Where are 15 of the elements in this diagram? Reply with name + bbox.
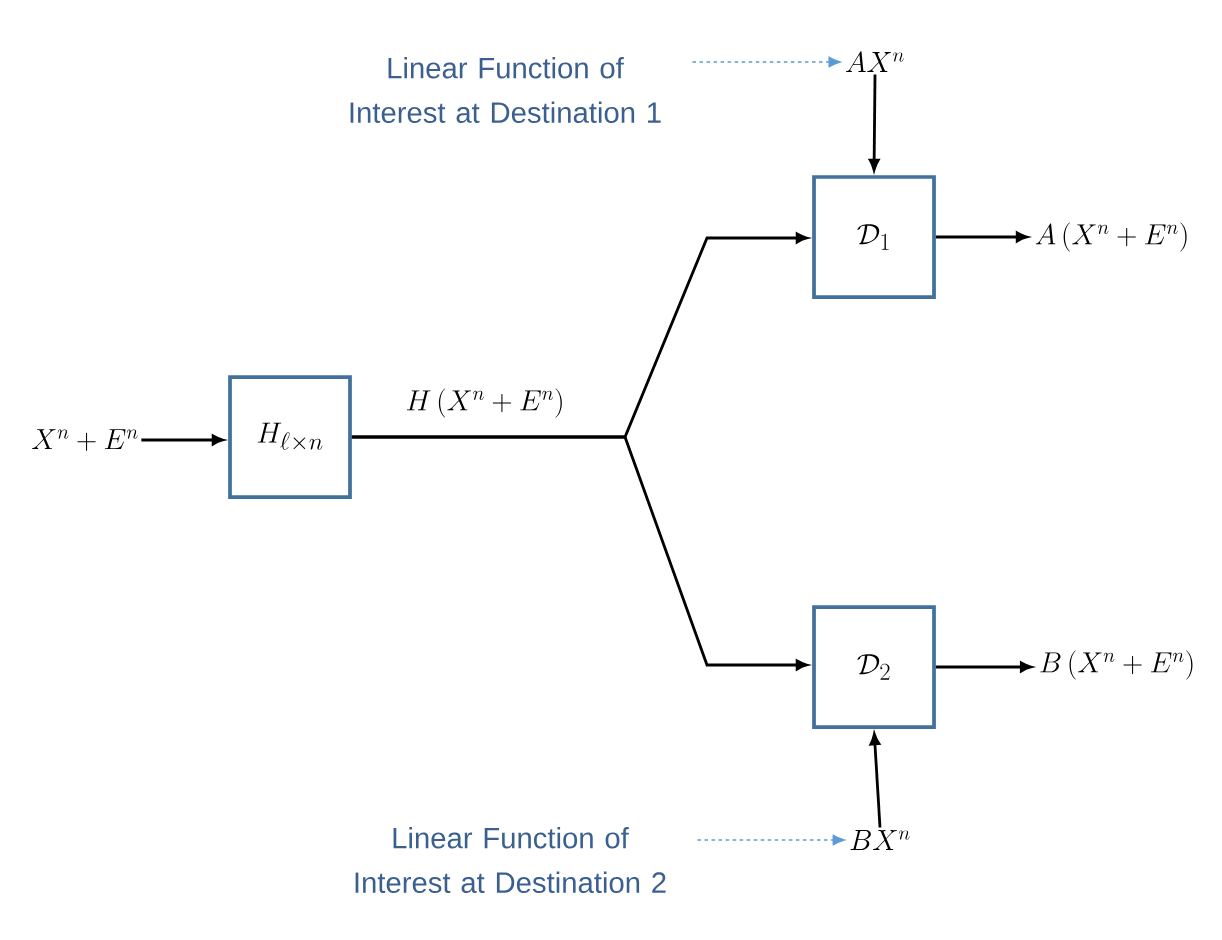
signal-label: $BX^n$ (850, 830, 910, 850)
edge-label: $H\left(X^n+E^n\right)$ (403, 386, 567, 420)
signal-label: $X^n+E^n$ (31, 429, 138, 451)
signal-label: $A\left(X^n+E^n\right)$ (1035, 222, 1187, 252)
destination-box: $\mathcal{D}_2$ (812, 605, 936, 729)
block-box: $H_{\ell\times n}$ (228, 375, 352, 499)
destination-box: $\mathcal{D}_1$ (812, 175, 936, 299)
dashed-arrow (691, 56, 841, 68)
signal-label: $B\left(X^n+E^n\right)$ (1040, 650, 1193, 680)
dashed-arrow (696, 834, 845, 846)
arrow (935, 661, 1033, 673)
annotation-text: Linear Function of Interest at Destination 1 (350, 57, 661, 123)
arrow (935, 231, 1029, 243)
signal-label: $AX^n$ (846, 51, 904, 72)
annotation-text: Linear Function of Interest at Destination 2 (355, 827, 666, 894)
